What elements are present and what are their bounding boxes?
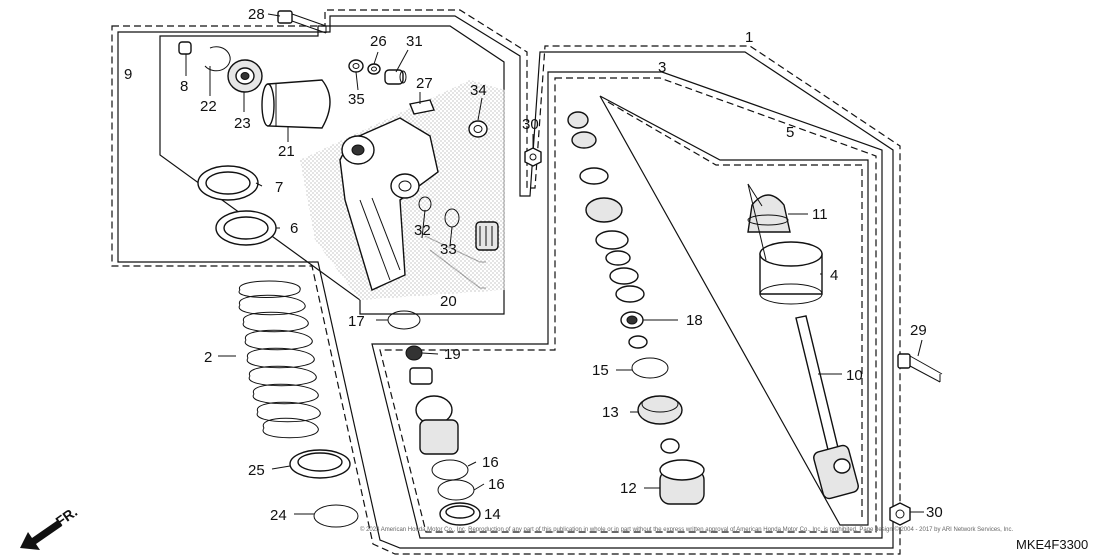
callout-24: 24 <box>270 507 287 524</box>
callout-30b: 30 <box>926 504 943 521</box>
copyright-notice: © 2023 American Honda Motor Co., Inc. Re… <box>360 526 1014 533</box>
callout-19: 19 <box>444 346 461 363</box>
callout-3: 3 <box>658 59 666 76</box>
washer-18 <box>620 311 644 329</box>
bushing-31 <box>384 69 407 85</box>
spring-2 <box>238 280 321 439</box>
bolt-29 <box>897 353 943 383</box>
circlip-24 <box>313 504 359 528</box>
callout-27: 27 <box>416 75 433 92</box>
callout-32: 32 <box>414 222 431 239</box>
callout-14: 14 <box>484 506 501 523</box>
callout-35: 35 <box>348 91 365 108</box>
adjuster-assembly <box>475 221 499 251</box>
bolt-28 <box>277 10 327 34</box>
callout-2: 2 <box>204 349 212 366</box>
assembly-frame-5 <box>599 95 869 526</box>
valve-cap-8 <box>178 41 192 55</box>
dust-seal-13 <box>637 395 683 454</box>
washer-35 <box>348 59 364 73</box>
callout-25: 25 <box>248 462 265 479</box>
stopper-rubber-11 <box>747 194 791 233</box>
o-ring-15 <box>631 357 669 379</box>
washer-26 <box>367 63 381 75</box>
callout-28: 28 <box>248 6 265 23</box>
callout-11: 11 <box>812 206 828 223</box>
callout-17: 17 <box>348 313 365 330</box>
callout-16b: 16 <box>488 476 505 493</box>
bladder-21 <box>261 79 331 129</box>
assembly-frame-3 <box>371 71 883 539</box>
callout-4: 4 <box>830 267 838 284</box>
callout-6: 6 <box>290 220 298 237</box>
front-arrow-icon <box>20 520 62 550</box>
cap-23 <box>227 59 263 93</box>
seat-25 <box>289 449 351 479</box>
callout-21: 21 <box>278 143 295 160</box>
callout-10: 10 <box>846 367 863 384</box>
shock-body <box>339 117 439 291</box>
callout-12: 12 <box>620 480 637 497</box>
callout-7: 7 <box>275 179 283 196</box>
callout-16a: 16 <box>482 454 499 471</box>
o-ring-16-upper <box>431 459 469 481</box>
callout-29: 29 <box>910 322 927 339</box>
spring-seat-4 <box>759 241 823 305</box>
callout-13: 13 <box>602 404 619 421</box>
callout-34: 34 <box>470 82 487 99</box>
adjusting-nut-6 <box>215 210 277 246</box>
diagram-code: MKE4F3300 <box>1016 537 1088 552</box>
damper-rod-10 <box>795 315 859 500</box>
callout-20: 20 <box>440 293 457 310</box>
callout-33: 33 <box>440 241 457 258</box>
compression-stack <box>409 367 459 455</box>
callout-22: 22 <box>200 98 217 115</box>
callout-5: 5 <box>786 124 794 141</box>
callout-31: 31 <box>406 33 423 50</box>
front-direction-indicator: FR. <box>20 503 80 550</box>
washer-small <box>628 335 648 349</box>
callout-18: 18 <box>686 312 703 329</box>
bump-rubber-19 <box>405 345 423 361</box>
callout-23: 23 <box>234 115 251 132</box>
callout-15: 15 <box>592 362 609 379</box>
assembly-frame-1 <box>111 9 901 555</box>
ring-14 <box>439 502 481 526</box>
callout-26: 26 <box>370 33 387 50</box>
circlip-22 <box>204 46 231 72</box>
callout-labels: 1 2 3 4 5 6 7 8 9 10 11 12 13 14 15 16 1… <box>124 6 943 524</box>
callout-9: 9 <box>124 66 132 83</box>
valve-stack <box>567 111 645 303</box>
stopper-27 <box>409 99 435 115</box>
lock-nut-7 <box>197 165 259 201</box>
bump-stop-12 <box>659 459 705 505</box>
nut-30-upper <box>524 147 542 167</box>
leader-lines <box>185 13 924 515</box>
nut-30-lower <box>889 502 911 526</box>
callout-30a: 30 <box>522 116 539 133</box>
o-ring-16-lower <box>437 479 475 501</box>
callout-1: 1 <box>745 29 753 46</box>
bushing-34 <box>468 120 488 138</box>
callout-8: 8 <box>180 78 188 95</box>
